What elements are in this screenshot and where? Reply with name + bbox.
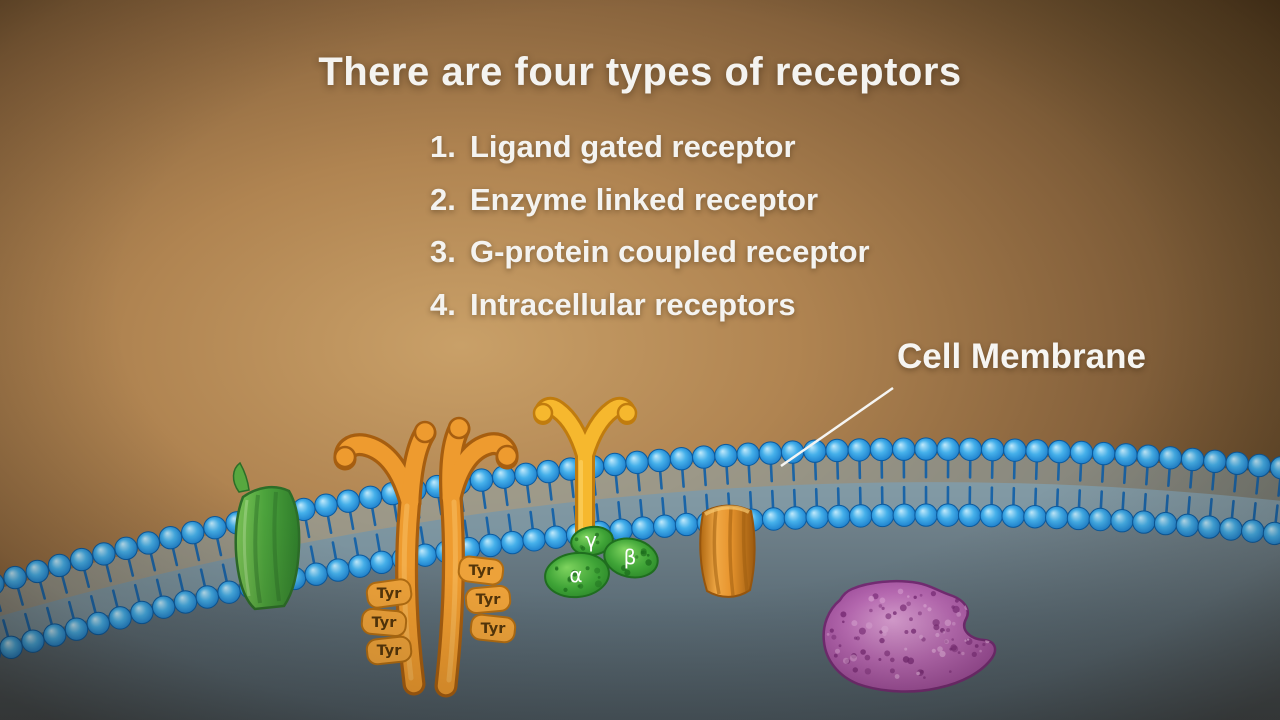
list-label: Intracellular receptors bbox=[470, 286, 796, 322]
list-item-g-protein-coupled: 3. G-protein coupled receptor bbox=[430, 226, 870, 279]
list-label: G-protein coupled receptor bbox=[470, 234, 870, 269]
list-label: Enzyme linked receptor bbox=[470, 181, 819, 217]
list-item-enzyme-linked: 2. Enzyme linked receptor bbox=[430, 174, 870, 227]
list-number: 2. bbox=[430, 181, 456, 217]
receptor-type-list: 1. Ligand gated receptor 2. Enzyme linke… bbox=[430, 121, 870, 331]
list-number: 3. bbox=[430, 234, 456, 269]
list-number: 4. bbox=[430, 286, 456, 322]
list-item-intracellular: 4. Intracellular receptors bbox=[430, 279, 870, 332]
list-item-ligand-gated: 1. Ligand gated receptor bbox=[430, 121, 870, 174]
slide-title: There are four types of receptors bbox=[318, 50, 962, 94]
list-number: 1. bbox=[430, 129, 456, 164]
cell-membrane-label: Cell Membrane bbox=[897, 337, 1146, 376]
list-label: Ligand gated receptor bbox=[470, 129, 796, 164]
